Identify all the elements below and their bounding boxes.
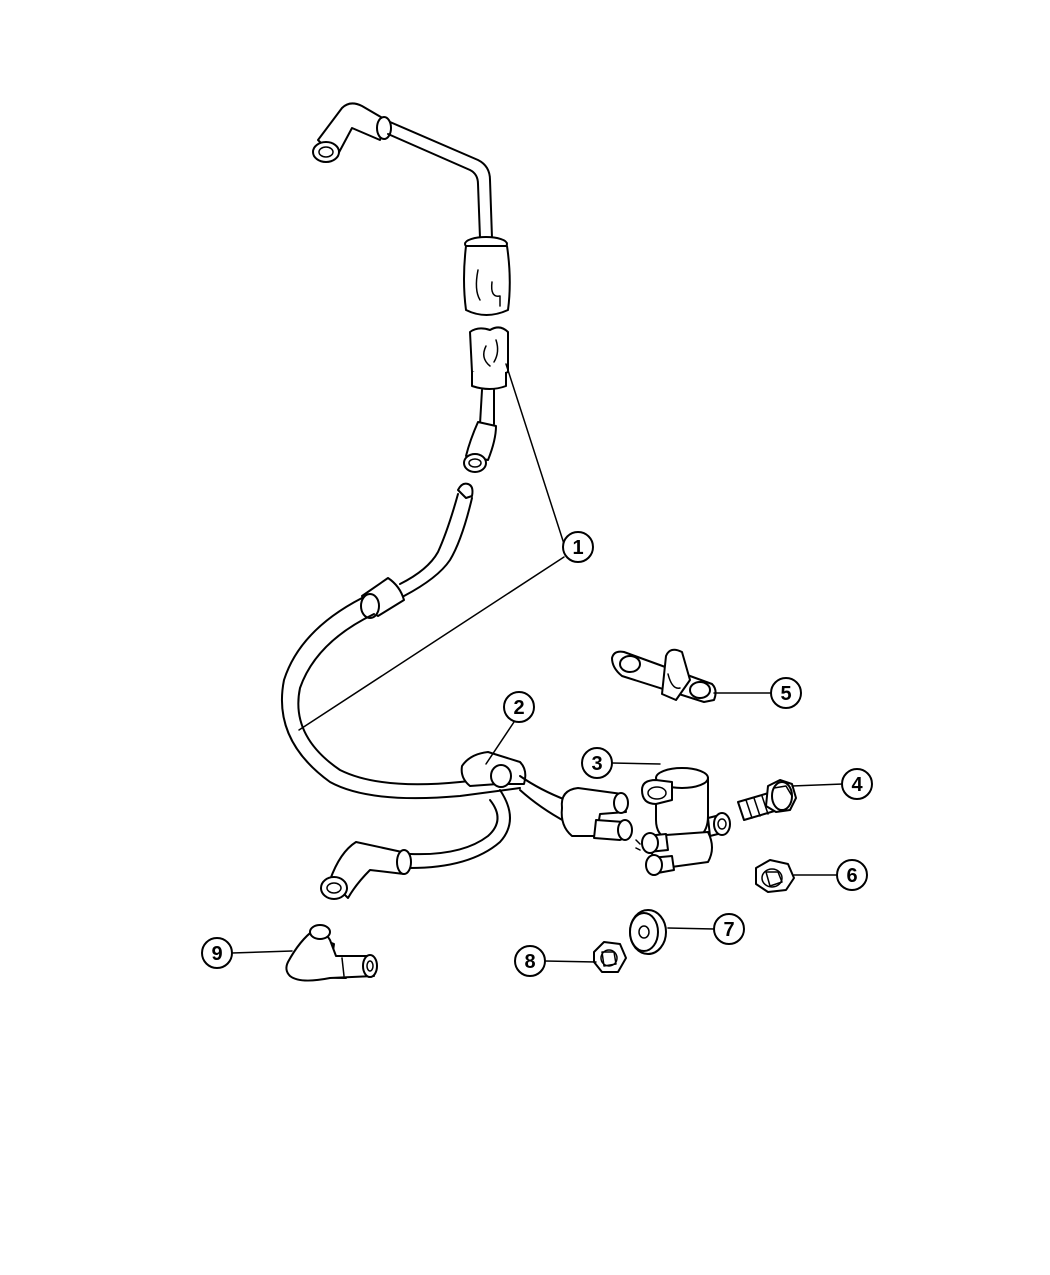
- hose-long: [280, 482, 521, 800]
- nut-large: [755, 859, 795, 893]
- bolt: [737, 779, 797, 821]
- callout-label: 8: [524, 951, 535, 973]
- valve-hose-elbows: [560, 787, 633, 841]
- callout-2: 2: [503, 691, 535, 723]
- elbow-fitting: [285, 924, 378, 982]
- callout-label: 1: [572, 537, 583, 559]
- callout-label: 5: [780, 683, 791, 705]
- callout-label: 6: [846, 865, 857, 887]
- hose-elbow-bottom: [320, 841, 412, 900]
- callout-7: 7: [713, 913, 745, 945]
- hose-elbow-middle: [463, 421, 497, 473]
- nut-small: [593, 941, 627, 973]
- callout-8: 8: [514, 945, 546, 977]
- callout-4: 4: [841, 768, 873, 800]
- callout-1: 1: [562, 531, 594, 563]
- solenoid-valve: [635, 767, 731, 876]
- hose-elbow-top: [312, 102, 392, 163]
- leader-lines: [231, 363, 844, 963]
- callout-9: 9: [201, 937, 233, 969]
- callout-label: 7: [723, 919, 734, 941]
- grommet: [629, 909, 667, 955]
- hose-coupler-lower: [469, 326, 509, 390]
- callout-5: 5: [770, 677, 802, 709]
- hose-sleeve: [360, 577, 405, 619]
- hose-assembly-upper: [312, 102, 511, 473]
- callout-label: 9: [211, 943, 222, 965]
- callout-label: 4: [851, 774, 863, 796]
- callout-label: 3: [591, 753, 602, 775]
- callout-3: 3: [581, 747, 613, 779]
- bracket: [611, 648, 717, 703]
- hose-clamp-assembly: [409, 751, 601, 869]
- hose-coupler-upper: [463, 236, 511, 316]
- callout-6: 6: [836, 859, 868, 891]
- callout-label: 2: [513, 697, 524, 719]
